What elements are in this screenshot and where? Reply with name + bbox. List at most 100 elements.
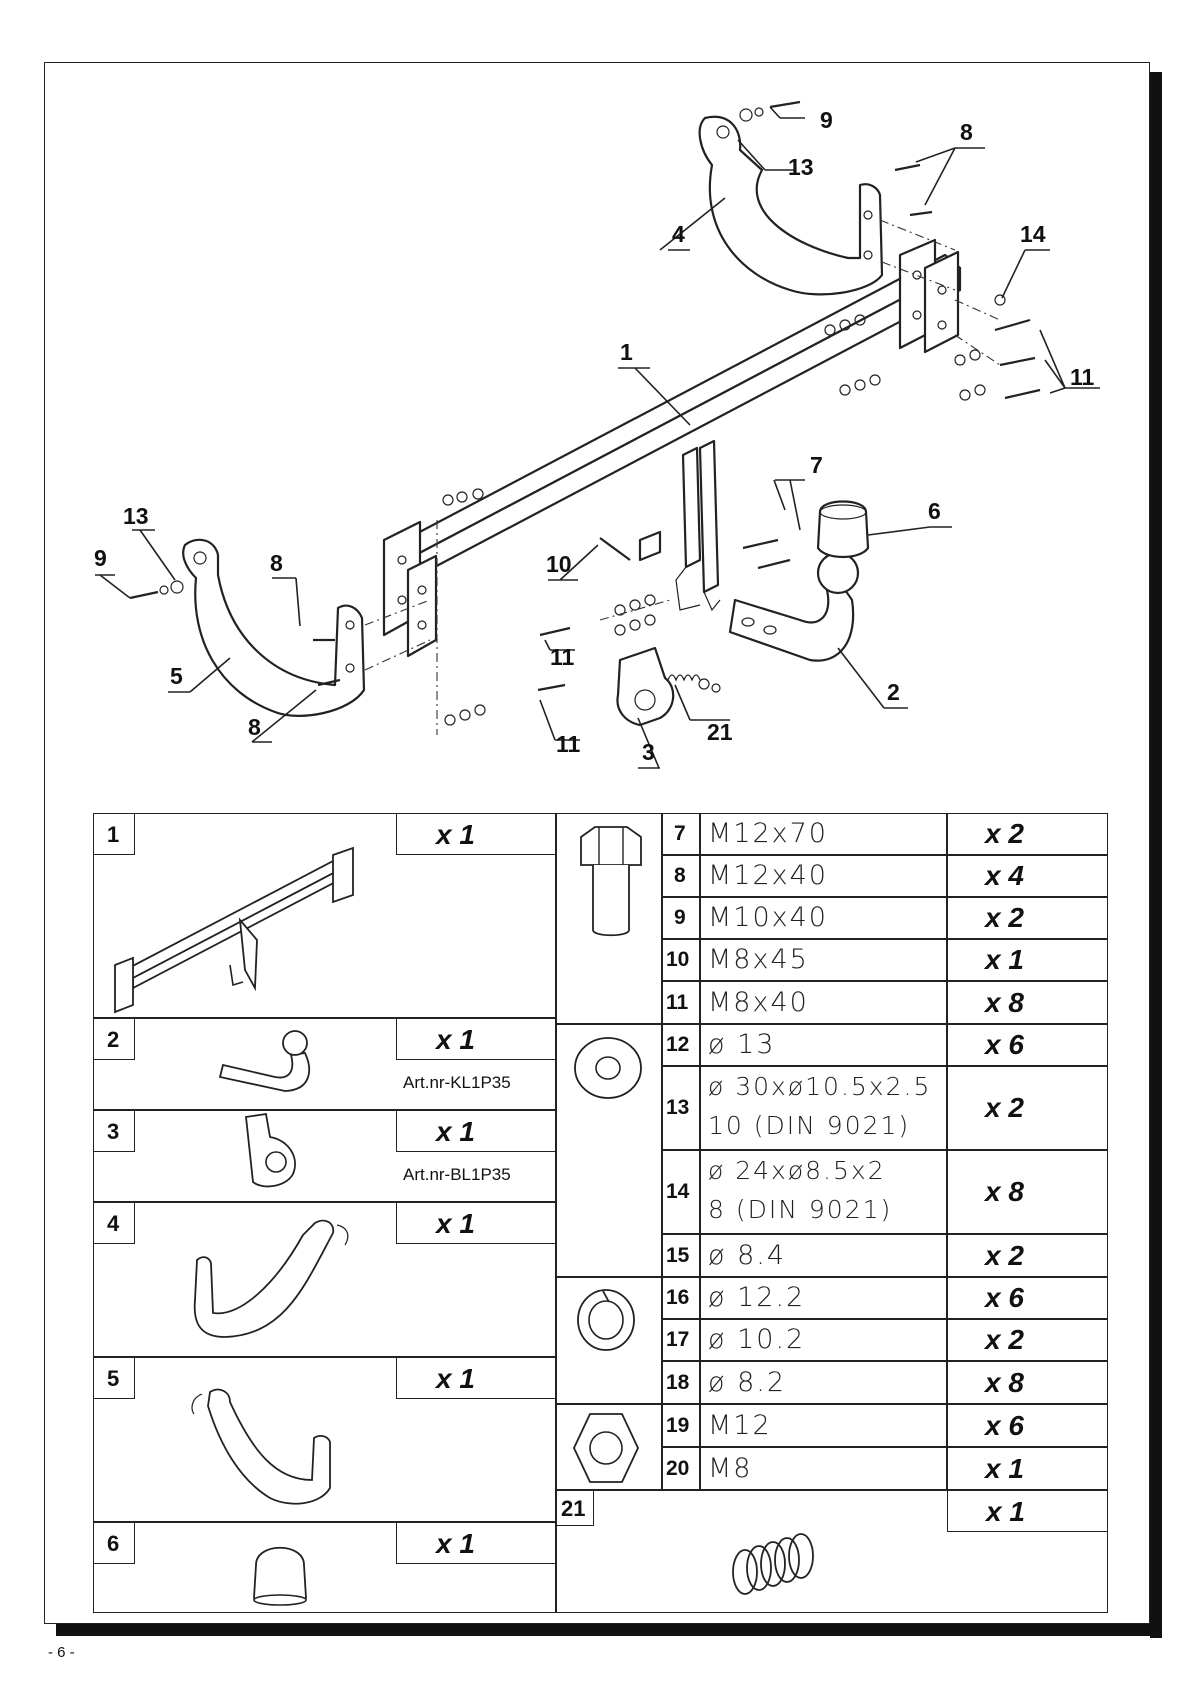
callout-11-right: 11 [1070,364,1095,390]
fastener-qty-cell [947,939,1108,981]
fastener-number: 11 [666,990,689,1014]
fastener-spec-cell [700,813,947,855]
fastener-number-cell [662,1066,700,1150]
fastener-qty-cell [947,1404,1108,1447]
callout-14: 14 [1020,221,1046,247]
lock-washer-group-icon-cell [556,1277,662,1404]
fastener-qty: x 8 [985,986,1024,1018]
fastener-qty: x 8 [985,1366,1024,1398]
part-row-1 [93,813,556,1018]
part-row-6 [93,1522,556,1613]
callout-7: 7 [810,452,823,478]
callout-6: 6 [928,498,941,524]
part-qty-4: x 1 [436,1208,475,1239]
part-number-2: 2 [107,1027,120,1052]
fastener-spec: M8 [708,1452,753,1484]
part-qty-5: x 1 [436,1363,475,1394]
fastener-spec-cell [700,1277,947,1319]
callout-9-top: 9 [820,107,833,133]
fastener-spec: ø 8.4 [708,1239,787,1271]
fastener-number-cell [662,1234,700,1277]
fastener-spec: M12x40 [708,860,828,891]
fastener-spec-cell [700,1150,947,1234]
fastener-spec-line2: 8 (DIN 9021) [708,1195,893,1224]
part-number-box-4 [93,1202,135,1244]
fastener-qty: x 2 [985,1324,1024,1355]
fastener-qty-cell [947,981,1108,1024]
part-qty-6: x 1 [436,1528,475,1559]
fastener-spec-cell [700,855,947,897]
fastener-number-cell [662,1319,700,1361]
frame-shadow-bottom [56,1624,1162,1636]
part-number-box-2 [93,1018,135,1060]
part-qty-box-5 [396,1357,556,1399]
part-qty-3: x 1 [436,1116,475,1147]
fastener-number: 14 [666,1180,690,1203]
fastener-number-cell [662,1404,700,1447]
fastener-qty-cell [947,813,1108,855]
part-row-2 [93,1018,556,1110]
fastener-qty-cell [947,1319,1108,1361]
fastener-number: 15 [666,1243,690,1267]
fastener-qty: x 1 [985,944,1024,975]
nut-group-icon-cell [556,1404,662,1490]
fastener-number-cell [662,981,700,1024]
part-qty-box-2 [396,1018,556,1060]
bracket-4-thumbnail-icon [193,1219,349,1338]
fastener-spec-cell [700,1404,947,1447]
part-qty-box-3 [396,1110,556,1152]
fastener-qty-cell [947,855,1108,897]
fastener-spec: ø 12.2 [708,1282,806,1313]
fastener-number-cell [662,813,700,855]
fastener-number-cell [662,939,700,981]
spring-icon [732,1533,814,1595]
spring-part-21 [667,674,721,693]
part-row-4 [93,1202,556,1357]
part-number-4: 4 [107,1211,120,1236]
nut-icon [573,1413,639,1483]
part-number-5: 5 [107,1366,120,1391]
frame-shadow-right [1150,72,1162,1638]
fastener-qty: x 6 [985,1029,1024,1060]
washer-group-icon-cell [556,1024,662,1277]
fastener-qty: x 2 [985,1092,1024,1123]
ball-cover-thumbnail-icon [253,1546,307,1606]
fastener-qty: x 1 [985,1452,1024,1484]
part-number-box-21 [556,1490,594,1526]
part-qty-21: x 1 [986,1496,1025,1527]
callout-9-left: 9 [94,545,107,571]
callout-8-top: 8 [960,119,973,145]
fastener-number: 16 [666,1286,690,1309]
part-number-box-3 [93,1110,135,1152]
fastener-qty-cell [947,1066,1108,1150]
fastener-qty-cell [947,1150,1108,1234]
fastener-spec-cell [700,1234,947,1277]
crossbar-part-1 [382,238,962,658]
fastener-qty-cell [947,1361,1108,1404]
fastener-number-cell [662,1361,700,1404]
fastener-qty-cell [947,1234,1108,1277]
socket-plate-part-3 [616,646,675,727]
part-qty-2: x 1 [436,1024,475,1055]
callout-11-bottom: 11 [556,731,581,757]
fastener-qty: x 6 [985,1282,1024,1313]
fastener-spec: M12x70 [708,818,828,849]
fastener-spec-cell [700,1361,947,1404]
fastener-spec: ø 8.2 [708,1366,787,1398]
fastener-number: 18 [666,1370,690,1394]
part-qty-box-6 [396,1522,556,1564]
fastener-spec: ø 30xø10.5x2.5 [708,1072,932,1101]
fastener-qty: x 6 [985,1409,1024,1441]
fastener-qty-cell [947,1024,1108,1066]
fastener-spec: M8x40 [708,986,809,1018]
part-qty-box-1 [396,813,556,855]
part-row-3 [93,1110,556,1202]
fastener-qty: x 2 [985,902,1024,933]
callout-13-left: 13 [123,503,149,529]
fastener-number: 17 [666,1328,690,1351]
callout-1: 1 [620,339,633,365]
bracket-part-5 [182,538,366,717]
fastener-qty-cell [947,1277,1108,1319]
fastener-spec-cell [700,1319,947,1361]
fastener-number-cell [662,1277,700,1319]
